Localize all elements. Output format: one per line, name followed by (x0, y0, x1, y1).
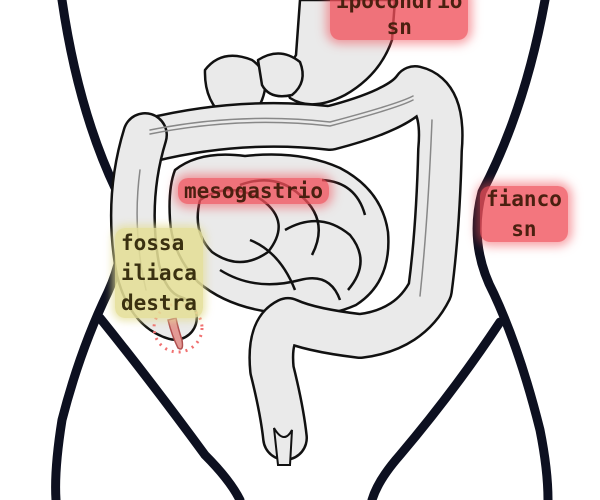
appendix (167, 317, 184, 350)
label-fianco-sn: fianco sn (480, 186, 568, 242)
label-line: ipocondrio (336, 0, 463, 13)
label-line: sn (511, 217, 537, 241)
label-line: fianco (486, 187, 562, 211)
body-outline (51, 0, 553, 500)
label-line: iliaca (121, 261, 197, 285)
label-ipocondrio-sn: ipocondrio sn (330, 0, 469, 40)
label-mesogastrio: mesogastrio (178, 178, 330, 204)
label-line: mesogastrio (184, 179, 324, 203)
label-line: fossa (121, 231, 185, 255)
rectum (273, 427, 293, 466)
label-fossa-iliaca-destra: fossa iliaca destra (115, 228, 203, 318)
label-line: sn (386, 15, 412, 39)
label-line: destra (121, 291, 197, 315)
